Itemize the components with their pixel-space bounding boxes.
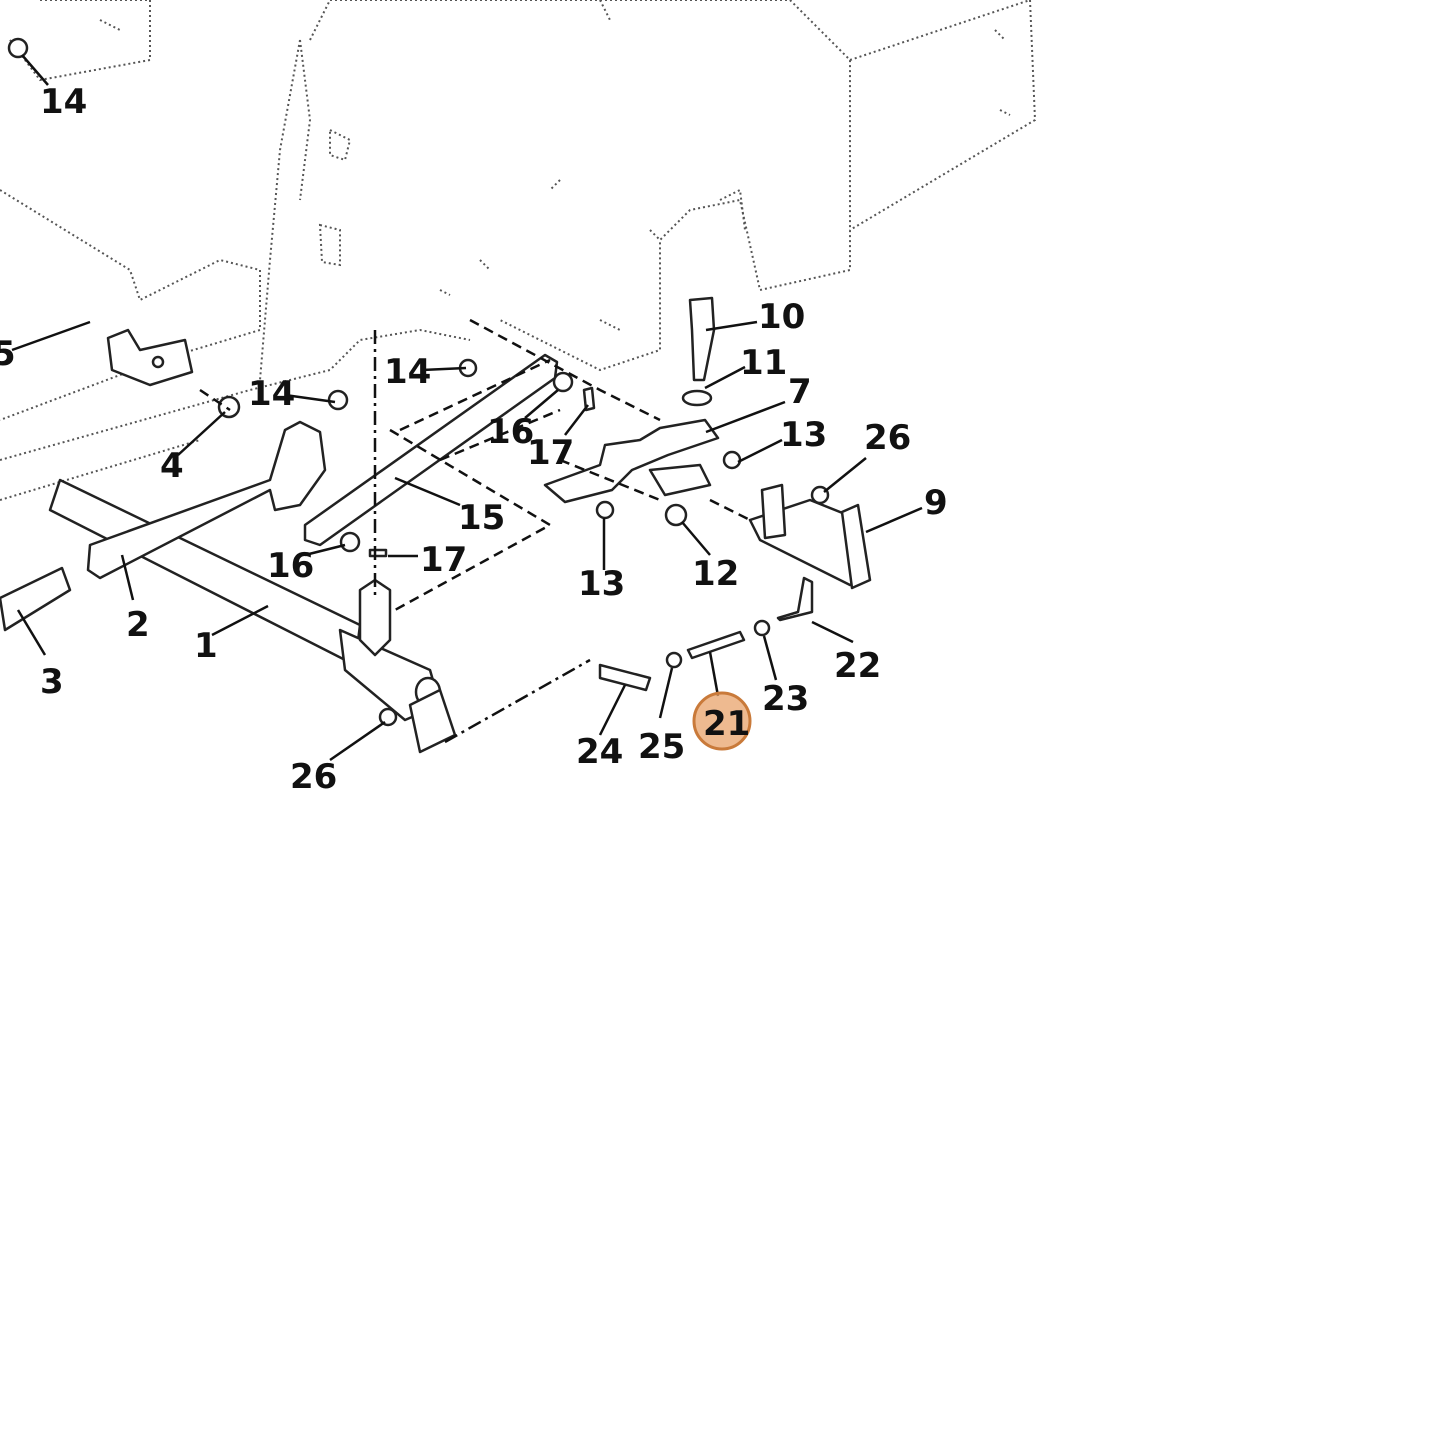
callout-16-bottom[interactable]: 16 [267, 546, 314, 586]
callout-5[interactable]: 5 [0, 334, 16, 374]
callout-16-top[interactable]: 16 [487, 412, 534, 452]
callout-12[interactable]: 12 [692, 554, 739, 594]
part-23-nut [753, 619, 771, 637]
callout-17-bottom[interactable]: 17 [420, 540, 467, 580]
callout-13-right[interactable]: 13 [780, 415, 827, 455]
part-7-tab [648, 463, 712, 497]
callout-26-right[interactable]: 26 [864, 418, 911, 458]
part-26-nut-left [378, 707, 398, 727]
part-5-hole [151, 355, 165, 369]
callout-25[interactable]: 25 [638, 727, 685, 767]
callout-4[interactable]: 4 [160, 446, 184, 486]
part-17-pin-top [582, 386, 596, 412]
part-16-washer-bottom [339, 531, 361, 553]
part-22-stud [776, 576, 814, 622]
callout-labels: 14 5 14 14 4 16 17 15 16 17 2 3 1 26 10 … [0, 82, 948, 797]
part-9-post [760, 483, 787, 540]
callout-13-left[interactable]: 13 [578, 564, 625, 604]
assembly-lines [199, 318, 751, 744]
callout-2[interactable]: 2 [126, 605, 150, 645]
callout-23[interactable]: 23 [762, 679, 809, 719]
callout-11[interactable]: 11 [740, 343, 787, 383]
part-14-nut-top [7, 37, 29, 59]
part-14-nut-left [327, 389, 349, 411]
callout-3[interactable]: 3 [40, 662, 64, 702]
callout-17-top[interactable]: 17 [527, 433, 574, 473]
callout-1[interactable]: 1 [194, 626, 218, 666]
callout-14-mid[interactable]: 14 [384, 352, 431, 392]
callout-15[interactable]: 15 [458, 498, 505, 538]
callout-26-left[interactable]: 26 [290, 757, 337, 797]
leader-lines [11, 54, 923, 762]
part-13-bolt-left [595, 500, 615, 520]
callout-21-highlighted[interactable]: 21 [703, 704, 750, 744]
part-1-arm [358, 578, 392, 657]
part-12-nut [664, 503, 688, 527]
callout-24[interactable]: 24 [576, 732, 623, 772]
part-21-rod [686, 630, 746, 660]
part-5-bracket [106, 328, 194, 387]
part-3-bar [0, 566, 72, 632]
part-13-bolt-right [722, 450, 742, 470]
part-11-washer [681, 389, 713, 407]
callout-7[interactable]: 7 [788, 372, 812, 412]
callout-22[interactable]: 22 [834, 646, 881, 686]
part-24-stud [598, 663, 652, 692]
callout-9[interactable]: 9 [924, 483, 948, 523]
part-9-tab [840, 503, 872, 590]
part-10-bolt [688, 296, 716, 382]
callout-10[interactable]: 10 [758, 297, 805, 337]
part-2-lever [86, 420, 327, 580]
part-16-washer-top [552, 371, 574, 393]
part-17-pin-bottom [368, 548, 388, 558]
highlighted-callout-circle[interactable] [692, 691, 752, 751]
callout-14-left[interactable]: 14 [248, 374, 295, 414]
part-25-nut [665, 651, 683, 669]
callout-14-top[interactable]: 14 [40, 82, 87, 122]
